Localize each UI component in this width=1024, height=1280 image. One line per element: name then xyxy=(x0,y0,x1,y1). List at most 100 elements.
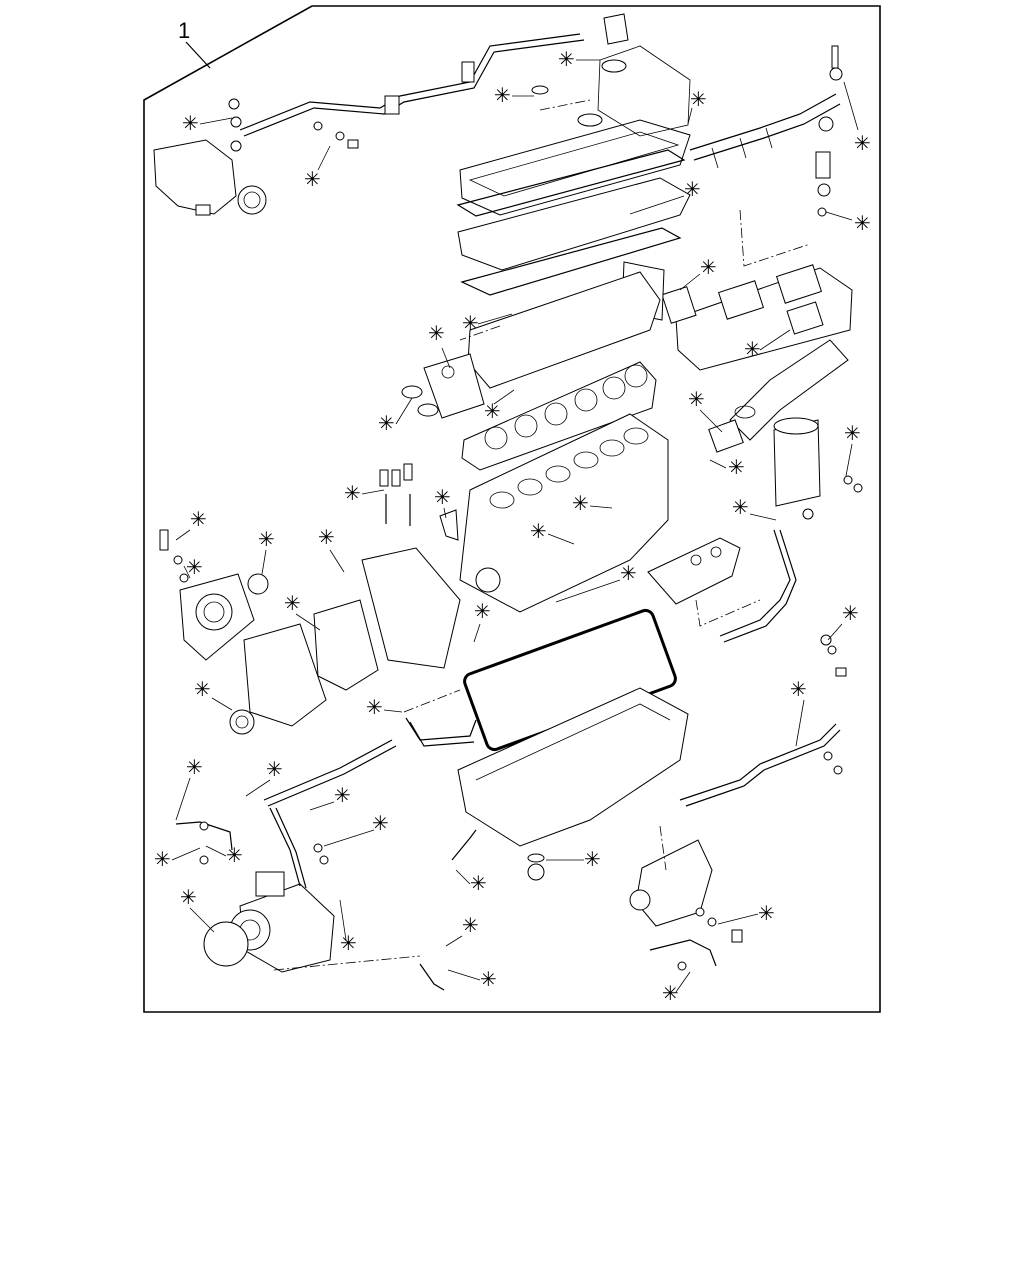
marker: ✳ xyxy=(827,601,859,641)
svg-text:✳: ✳ xyxy=(744,337,761,361)
marker: ✳ xyxy=(688,387,723,433)
svg-text:✳: ✳ xyxy=(620,561,637,585)
svg-text:✳: ✳ xyxy=(334,783,351,807)
marker: ✳ xyxy=(709,455,745,479)
svg-text:✳: ✳ xyxy=(688,387,705,411)
marker: ✳ xyxy=(339,899,357,955)
marker: ✳ xyxy=(717,901,775,925)
oil-cooler xyxy=(773,417,863,507)
svg-text:✳: ✳ xyxy=(494,83,511,107)
fuel-lines-left xyxy=(175,739,445,991)
fuel-injection-pump-left xyxy=(203,871,335,973)
svg-text:✳: ✳ xyxy=(572,491,589,515)
valve-cover-gasket-upper xyxy=(456,149,686,217)
marker: ✳ xyxy=(284,591,321,631)
marker: ✳ xyxy=(572,491,613,515)
svg-text:✳: ✳ xyxy=(728,455,745,479)
marker: ✳ xyxy=(679,255,717,291)
svg-text:✳: ✳ xyxy=(190,507,207,531)
valves-springs xyxy=(379,463,459,541)
marker: ✳ xyxy=(344,481,385,505)
svg-text:✳: ✳ xyxy=(684,177,701,201)
svg-text:✳: ✳ xyxy=(662,981,679,1005)
marker: ✳ xyxy=(175,507,207,541)
svg-text:✳: ✳ xyxy=(758,901,775,925)
svg-text:✳: ✳ xyxy=(470,871,487,895)
head-gasket xyxy=(461,361,657,471)
exhaust-manifold xyxy=(661,264,853,441)
marker: ✳ xyxy=(378,397,413,435)
item-number-leader xyxy=(185,41,211,69)
marker: ✳ xyxy=(318,525,345,573)
svg-text:✳: ✳ xyxy=(226,843,243,867)
fuel-lines-right xyxy=(649,723,843,971)
marker: ✳ xyxy=(180,885,215,933)
marker: ✳ xyxy=(194,677,233,711)
water-pump xyxy=(159,529,269,661)
marker: ✳ xyxy=(245,757,283,797)
marker: ✳ xyxy=(790,677,807,747)
timing-cover-gaskets xyxy=(229,547,461,735)
svg-text:✳: ✳ xyxy=(854,211,871,235)
svg-text:✳: ✳ xyxy=(366,695,383,719)
svg-text:✳: ✳ xyxy=(558,47,575,71)
svg-text:✳: ✳ xyxy=(484,399,501,423)
svg-text:✳: ✳ xyxy=(284,591,301,615)
marker: ✳ xyxy=(205,843,243,867)
marker: ✳ xyxy=(455,869,487,895)
oil-pipe-right xyxy=(719,508,847,677)
svg-text:✳: ✳ xyxy=(344,481,361,505)
svg-text:✳: ✳ xyxy=(474,599,491,623)
svg-text:✳: ✳ xyxy=(690,87,707,111)
marker: ✳ xyxy=(434,485,451,519)
svg-text:✳: ✳ xyxy=(434,485,451,509)
svg-text:✳: ✳ xyxy=(194,677,211,701)
svg-text:✳: ✳ xyxy=(182,111,199,135)
svg-text:✳: ✳ xyxy=(854,131,871,155)
oil-pan xyxy=(457,687,689,881)
valve-cover-gasket-lower xyxy=(460,227,682,296)
thermostat-housing xyxy=(153,139,267,216)
rocker-cover-assembly xyxy=(456,13,691,296)
marker: ✳ xyxy=(366,695,403,719)
kit-markers: ✳ ✳ ✳ ✳ ✳ ✳ ✳ ✳ ✳ ✳ ✳ ✳ ✳ ✳ ✳ ✳ ✳ ✳ ✳ ✳ … xyxy=(154,47,871,1005)
marker: ✳ xyxy=(428,321,451,369)
svg-text:✳: ✳ xyxy=(844,421,861,445)
marker: ✳ xyxy=(154,847,201,871)
marker: ✳ xyxy=(744,329,791,361)
svg-text:✳: ✳ xyxy=(428,321,445,345)
marker: ✳ xyxy=(323,811,389,847)
cylinder-block xyxy=(459,413,669,613)
svg-text:✳: ✳ xyxy=(266,757,283,781)
injector-harness xyxy=(689,45,843,217)
svg-text:✳: ✳ xyxy=(462,311,479,335)
fuel-injection-pump-right xyxy=(629,839,743,943)
leader-lines xyxy=(273,99,811,971)
cylinder-head xyxy=(401,271,661,419)
marker: ✳ xyxy=(494,83,534,107)
marker: ✳ xyxy=(732,495,777,521)
marker: ✳ xyxy=(462,311,513,335)
marker: ✳ xyxy=(447,967,497,991)
marker: ✳ xyxy=(558,47,600,71)
marker: ✳ xyxy=(258,527,275,575)
marker: ✳ xyxy=(484,389,515,423)
item-number-label: 1 xyxy=(178,18,190,43)
marker: ✳ xyxy=(546,847,601,871)
svg-text:✳: ✳ xyxy=(304,167,321,191)
svg-text:✳: ✳ xyxy=(372,811,389,835)
svg-text:✳: ✳ xyxy=(480,967,497,991)
svg-text:✳: ✳ xyxy=(790,677,807,701)
marker: ✳ xyxy=(473,599,491,643)
svg-text:✳: ✳ xyxy=(258,527,275,551)
marker: ✳ xyxy=(687,87,707,125)
svg-text:✳: ✳ xyxy=(842,601,859,625)
svg-text:✳: ✳ xyxy=(584,847,601,871)
svg-text:✳: ✳ xyxy=(462,913,479,937)
svg-text:✳: ✳ xyxy=(700,255,717,279)
marker: ✳ xyxy=(844,421,861,477)
marker: ✳ xyxy=(182,111,233,135)
oil-filter-head xyxy=(647,537,741,605)
svg-text:✳: ✳ xyxy=(378,411,395,435)
